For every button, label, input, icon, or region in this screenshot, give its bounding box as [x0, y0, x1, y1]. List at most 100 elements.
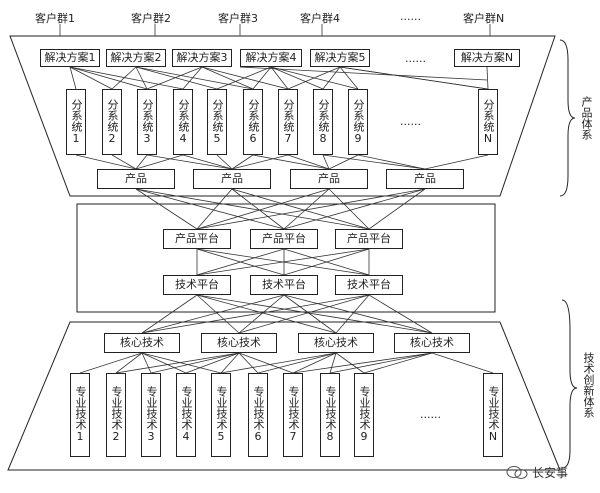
special-tech-label: 专业技术 — [180, 386, 193, 430]
connector-line — [283, 188, 330, 230]
connector-line — [287, 154, 330, 170]
connector-line — [339, 66, 359, 90]
connector-line — [141, 352, 187, 374]
core-tech-2: 核心技术 — [201, 333, 277, 353]
subsystem-number: 7 — [284, 131, 292, 145]
connector-line — [141, 352, 222, 374]
connector-line — [196, 294, 240, 334]
customer-group-2: 客户群2 — [131, 12, 171, 25]
connector-line — [238, 352, 259, 374]
customer-group-ellipsis: ...... — [400, 10, 421, 23]
subsystem-number: 1 — [72, 131, 80, 145]
connector-line — [69, 66, 113, 90]
connector-line — [146, 66, 203, 90]
connector-line — [283, 188, 426, 230]
subsystem-label: 分系统 — [70, 98, 83, 132]
connector-line — [335, 352, 365, 374]
connector-line — [115, 352, 240, 374]
subsystem-label: 分系统 — [106, 98, 119, 132]
platform-frame — [76, 203, 496, 313]
special-tech-number: 6 — [254, 430, 262, 443]
subsystem-number: 4 — [179, 131, 187, 145]
special-tech-ellipsis-label: ...... — [420, 408, 441, 421]
subsystem-label: 分系统 — [247, 98, 260, 132]
connector-line — [335, 294, 370, 334]
connector-line — [75, 154, 137, 170]
connector-line — [231, 154, 289, 170]
connector-line — [322, 154, 426, 170]
connector-line — [220, 352, 337, 374]
connector-line — [257, 352, 337, 374]
connector-line — [292, 352, 433, 374]
solution-3: 解决方案3 — [172, 49, 232, 67]
connector-line — [283, 248, 370, 276]
tech-brace — [561, 299, 578, 469]
core-tech-3: 核心技术 — [298, 333, 374, 353]
tech-platform-2: 技术平台 — [250, 275, 318, 295]
connector-line — [196, 188, 233, 230]
special-tech-label: 专业技术 — [487, 386, 500, 430]
connector-line — [196, 188, 426, 230]
connector-line — [329, 352, 433, 374]
connector-line — [270, 66, 289, 90]
customer-group-n: 客户群N — [463, 12, 505, 25]
connector-line — [231, 154, 254, 170]
special-tech-number: 5 — [217, 430, 225, 443]
connector-line — [283, 294, 337, 334]
connector-line — [368, 188, 426, 230]
connector-line — [141, 352, 152, 374]
core-tech-4: 核心技术 — [394, 333, 470, 353]
connector-line — [69, 66, 148, 90]
special-tech-number: N — [488, 430, 498, 443]
connector-line — [135, 188, 370, 230]
connector-line — [79, 352, 143, 374]
connector-line — [424, 154, 489, 170]
connector-line — [238, 294, 370, 334]
product-4: 产品 — [386, 169, 464, 189]
subsystem-label: 分系统 — [177, 98, 190, 132]
special-tech-ellipsis: ...... — [420, 408, 441, 421]
subsystem-number: 9 — [354, 131, 362, 145]
connector-line — [329, 352, 337, 374]
connector-line — [135, 66, 254, 90]
connector-line — [201, 66, 254, 90]
connector-line — [270, 66, 324, 90]
connector-line — [111, 66, 137, 90]
tech-platform-3: 技术平台 — [335, 275, 403, 295]
connector-line — [115, 352, 143, 374]
special-tech-number: 1 — [76, 430, 84, 443]
solution-2: 解决方案2 — [106, 49, 166, 67]
subsystem-number: 6 — [249, 131, 257, 145]
connector-line — [252, 66, 272, 90]
special-tech-number: 4 — [182, 430, 190, 443]
solution-5: 解决方案5 — [310, 49, 370, 67]
tech-system-label: 技术创新体系 — [582, 352, 595, 418]
product-brace — [559, 39, 576, 197]
tech-platform-1: 技术平台 — [163, 275, 231, 295]
subsystem-label: 分系统 — [141, 98, 154, 132]
product-1: 产品 — [97, 169, 175, 189]
connector-line — [135, 188, 285, 230]
subsystem-label: 分系统 — [317, 98, 330, 132]
subsystem-number: N — [483, 131, 493, 145]
connector-line — [231, 188, 370, 230]
connector-line — [239, 66, 488, 81]
connector-line — [292, 352, 337, 374]
connector-line — [69, 66, 184, 90]
connector-line — [196, 248, 370, 276]
subsystem-label: 分系统 — [482, 98, 495, 132]
special-tech-number: 9 — [360, 430, 368, 443]
subsystem-number: 5 — [213, 131, 221, 145]
